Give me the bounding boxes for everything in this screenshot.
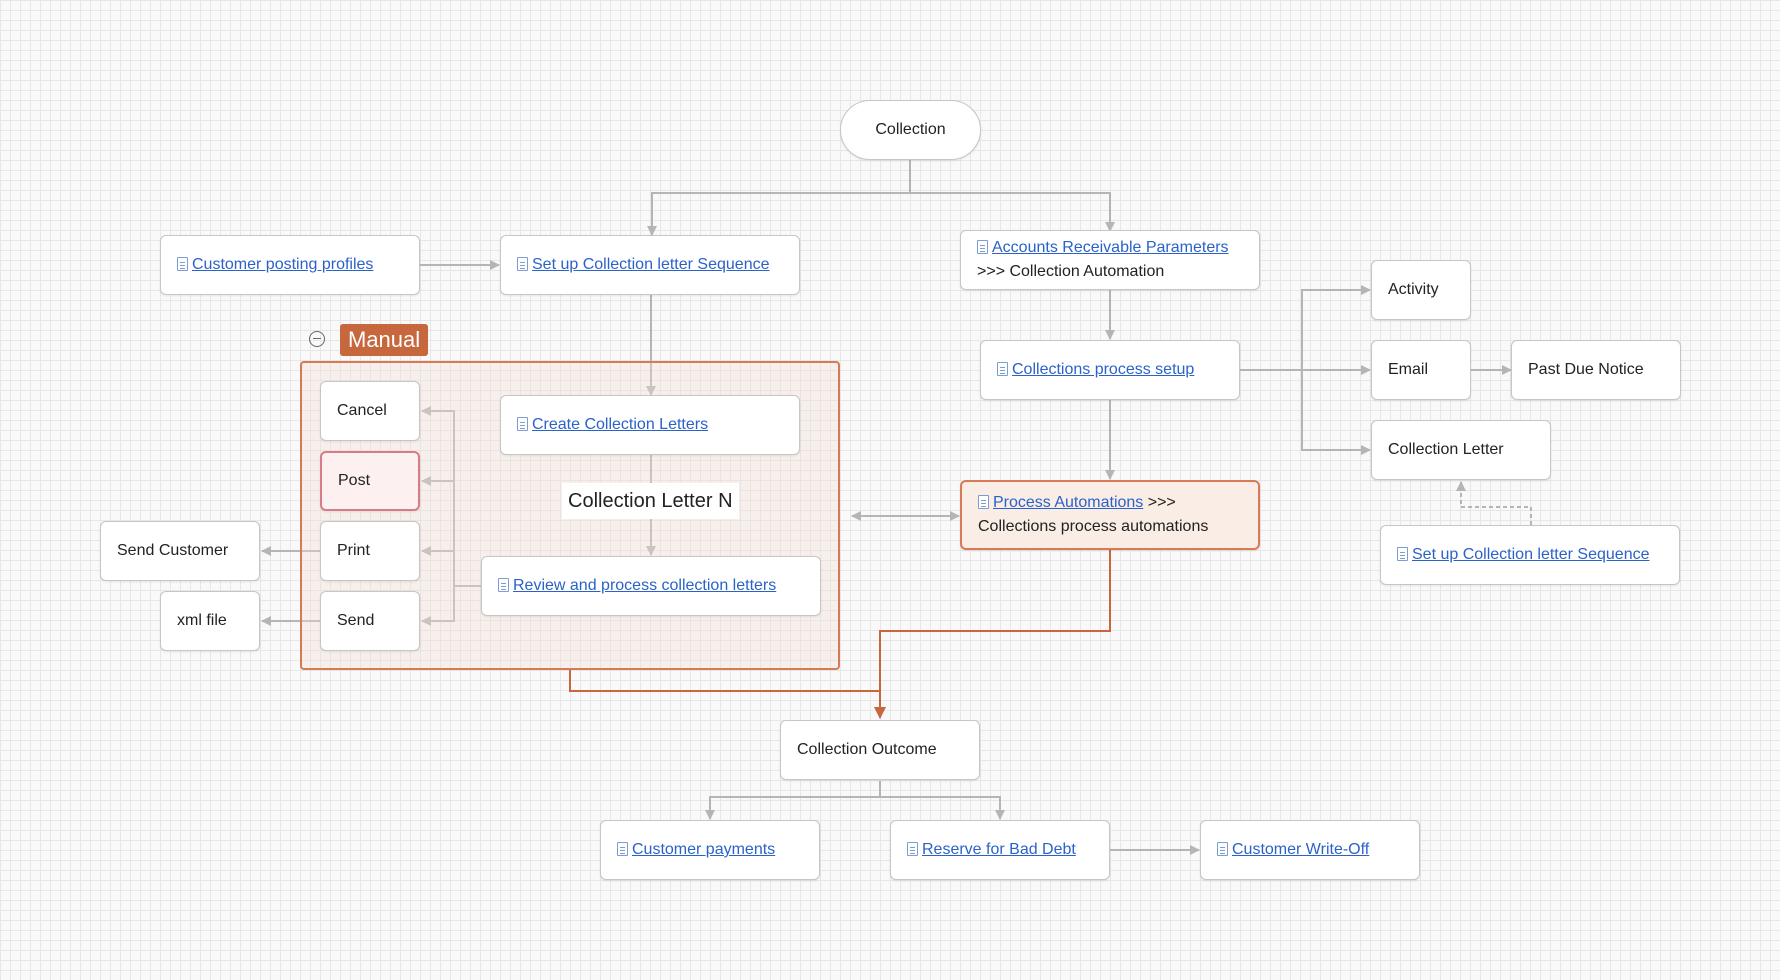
activity-label: Activity — [1388, 281, 1439, 298]
send-customer-label: Send Customer — [117, 542, 229, 559]
collections-process-setup-node[interactable]: Collections process setup — [980, 340, 1240, 400]
customer-write-off-link[interactable]: Customer Write-Off — [1232, 841, 1370, 858]
document-icon — [978, 495, 989, 509]
document-icon — [907, 842, 918, 856]
edge-collection-to-ar — [909, 160, 1115, 232]
customer-posting-profiles-node[interactable]: Customer posting profiles — [160, 235, 420, 295]
document-icon — [517, 257, 528, 271]
send-customer-node[interactable]: Send Customer — [100, 521, 260, 581]
xml-file-node[interactable]: xml file — [160, 591, 260, 651]
collection-outcome-label: Collection Outcome — [797, 741, 937, 758]
collections-process-setup-link[interactable]: Collections process setup — [1012, 361, 1195, 378]
edge-review-to-send — [421, 585, 481, 626]
review-process-letters-node[interactable]: Review and process collection letters — [481, 556, 821, 616]
document-icon — [177, 257, 188, 271]
send-node[interactable]: Send — [320, 591, 420, 651]
customer-posting-profiles-link[interactable]: Customer posting profiles — [192, 256, 374, 273]
review-process-letters-link[interactable]: Review and process collection letters — [513, 577, 777, 594]
setup-sequence-node[interactable]: Set up Collection letter Sequence — [500, 235, 800, 295]
past-due-notice-label: Past Due Notice — [1528, 361, 1644, 378]
document-icon — [1397, 547, 1408, 561]
customer-payments-link[interactable]: Customer payments — [632, 841, 776, 858]
document-icon — [1217, 842, 1228, 856]
cancel-label: Cancel — [337, 402, 387, 419]
activity-node[interactable]: Activity — [1371, 260, 1471, 320]
setup-sequence-2-node[interactable]: Set up Collection letter Sequence — [1380, 525, 1680, 585]
customer-payments-node[interactable]: Customer payments — [600, 820, 820, 880]
send-label: Send — [337, 612, 375, 629]
collection-label: Collection — [875, 121, 946, 138]
edge-automations-to-outcome — [874, 550, 1111, 719]
customer-write-off-node[interactable]: Customer Write-Off — [1200, 820, 1420, 880]
process-automations-node[interactable]: Process Automations >>> Collections proc… — [960, 480, 1260, 550]
reserve-bad-debt-node[interactable]: Reserve for Bad Debt — [890, 820, 1110, 880]
email-node[interactable]: Email — [1371, 340, 1471, 400]
document-icon — [617, 842, 628, 856]
reserve-bad-debt-link[interactable]: Reserve for Bad Debt — [922, 841, 1076, 858]
edge-collection-to-setup — [647, 160, 911, 236]
edge-outcome-to-payments — [705, 781, 881, 820]
collection-node[interactable]: Collection — [840, 100, 981, 160]
create-collection-letters-link[interactable]: Create Collection Letters — [532, 416, 709, 433]
document-icon — [517, 417, 528, 431]
collapse-icon[interactable] — [309, 331, 325, 347]
edge-setup2-to-letter — [1456, 481, 1532, 525]
create-collection-letters-node[interactable]: Create Collection Letters — [500, 395, 800, 455]
print-node[interactable]: Print — [320, 521, 420, 581]
print-label: Print — [337, 542, 370, 559]
edge-outcome-to-reserve — [879, 781, 1005, 820]
post-label: Post — [338, 472, 371, 489]
collection-letter-n-label: Collection Letter N — [562, 483, 739, 519]
post-node[interactable]: Post — [320, 451, 420, 511]
setup-sequence-link[interactable]: Set up Collection letter Sequence — [532, 256, 770, 273]
collection-letter-node[interactable]: Collection Letter — [1371, 420, 1551, 480]
cancel-node[interactable]: Cancel — [320, 381, 420, 441]
email-label: Email — [1388, 361, 1429, 378]
ar-parameters-text: >>> Collection Automation — [977, 263, 1165, 280]
collection-letter-label: Collection Letter — [1388, 441, 1504, 458]
process-automations-suffix: >>> — [1143, 494, 1176, 511]
setup-sequence-2-link[interactable]: Set up Collection letter Sequence — [1412, 546, 1650, 563]
document-icon — [997, 362, 1008, 376]
edge-processsetup-to-activity — [1240, 285, 1371, 371]
edge-processsetup-to-letter — [1240, 369, 1371, 455]
process-automations-link[interactable]: Process Automations — [993, 494, 1144, 511]
document-icon — [977, 240, 988, 254]
xml-file-label: xml file — [177, 612, 227, 629]
ar-parameters-node[interactable]: Accounts Receivable Parameters >>> Colle… — [960, 230, 1260, 290]
past-due-notice-node[interactable]: Past Due Notice — [1511, 340, 1681, 400]
edge-group-to-outcome — [569, 669, 880, 692]
ar-parameters-link[interactable]: Accounts Receivable Parameters — [992, 239, 1229, 256]
process-automations-text: Collections process automations — [978, 518, 1209, 535]
manual-group-title: Manual — [340, 324, 429, 356]
document-icon — [498, 578, 509, 592]
collection-outcome-node[interactable]: Collection Outcome — [780, 720, 980, 780]
